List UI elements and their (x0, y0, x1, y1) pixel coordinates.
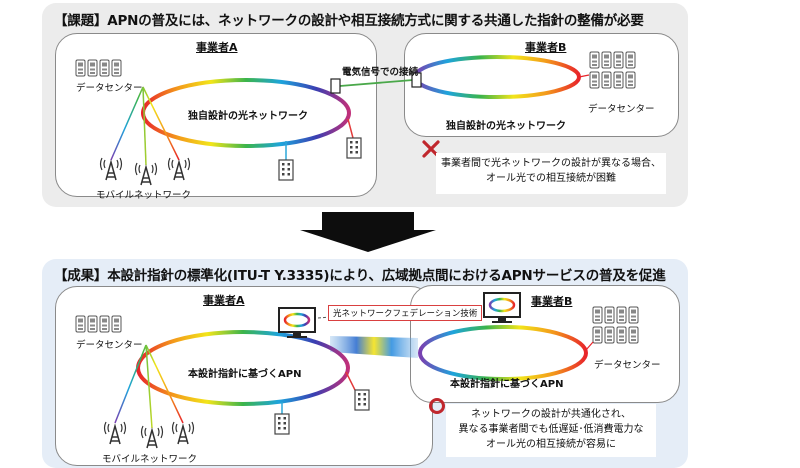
optical-link-beam (330, 336, 418, 358)
datacenter-b-label-top: データセンター (588, 104, 655, 115)
arrow-body (322, 212, 414, 230)
challenge-note-line2: オール光での相互接続が困難 (486, 173, 616, 184)
result-title: 【成果】本設計指針の標準化(ITU-T Y.3335)により、広域拠点間における… (54, 268, 666, 284)
antenna-icon (103, 421, 127, 445)
optical-ring-a (141, 78, 351, 148)
result-note-line1: ネットワークの設計が共通化され、 (470, 409, 632, 420)
challenge-note: 事業者間で光ネットワークの設計が異なる場合、 オール光での相互接続が困難 (436, 153, 666, 194)
circle-icon (429, 398, 445, 414)
mobile-label-bottom: モバイルネットワーク (102, 454, 198, 465)
operator-b-name-top: 事業者B (525, 41, 567, 54)
converter-icon (330, 78, 341, 94)
network-a-label-top: 独自設計の光ネットワーク (188, 111, 308, 122)
converter-icon (411, 72, 422, 88)
cross-icon (422, 140, 440, 158)
federation-label: 光ネットワークフェデレーション技術 (328, 305, 483, 321)
operator-a-name-top: 事業者A (196, 41, 238, 54)
apn-ring-a (136, 330, 350, 406)
network-b-label-top: 独自設計の光ネットワーク (446, 121, 566, 132)
challenge-title: 【課題】APNの普及には、ネットワークの設計や相互接続方式に関する共通した指針の… (54, 13, 644, 29)
network-a-label-bottom: 本設計指針に基づくAPN (188, 369, 302, 380)
datacenter-b-icon-bottom (592, 306, 639, 344)
building-icon (354, 389, 370, 411)
controller-monitor-icon (483, 292, 521, 323)
antenna-icon (171, 421, 195, 445)
controller-monitor-icon (278, 307, 316, 338)
link-label: 電気信号での接続 (342, 67, 419, 78)
operator-a-name-bottom: 事業者A (203, 294, 245, 307)
datacenter-a-icon-bottom (75, 315, 122, 333)
arrow-head (300, 230, 436, 252)
antenna-icon (140, 425, 164, 449)
result-note-line3: オール光の相互接続が容易に (486, 439, 616, 450)
datacenter-a-label-bottom: データセンター (76, 340, 143, 351)
datacenter-a-label-top: データセンター (76, 83, 143, 94)
apn-ring-b (418, 325, 588, 381)
network-b-label-bottom: 本設計指針に基づくAPN (450, 379, 564, 390)
building-icon (274, 413, 290, 435)
result-note: ネットワークの設計が共通化され、 異なる事業者間でも低遅延･低消費電力な オール… (446, 404, 656, 457)
operator-b-name-bottom: 事業者B (531, 295, 573, 308)
mobile-label-top: モバイルネットワーク (96, 190, 192, 201)
datacenter-b-label-bottom: データセンター (594, 360, 661, 371)
result-note-line2: 異なる事業者間でも低遅延･低消費電力な (458, 424, 644, 435)
challenge-note-line1: 事業者間で光ネットワークの設計が異なる場合、 (441, 158, 661, 169)
operator-b-box-bottom (410, 285, 680, 403)
